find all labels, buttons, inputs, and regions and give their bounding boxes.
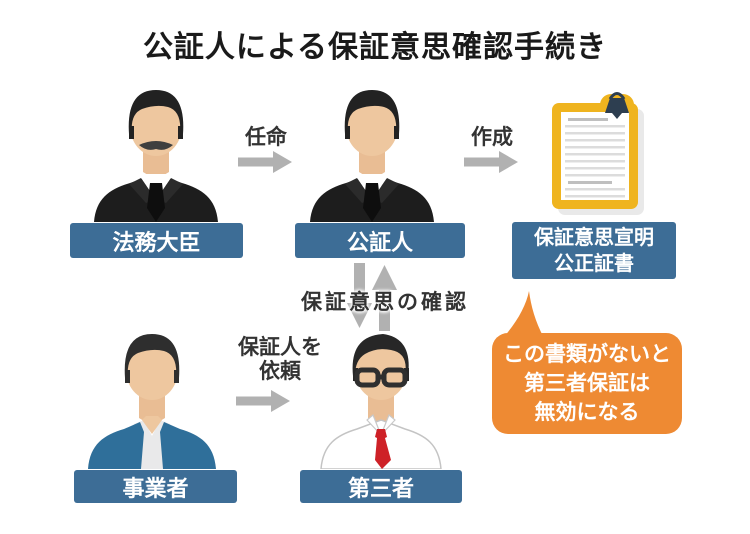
figure-business-operator xyxy=(82,332,222,474)
callout-line3: 無効になる xyxy=(534,401,640,424)
person-glasses-tie-icon xyxy=(320,334,442,470)
label-notary: 公証人 xyxy=(295,223,465,258)
label-certificate-line1: 保証意思宣明 xyxy=(534,226,654,249)
figure-third-party xyxy=(311,332,451,474)
appoint-arrow-label: 任命 xyxy=(245,126,287,149)
label-third-party: 第三者 xyxy=(300,470,462,503)
up-down-arrows-icon xyxy=(347,263,397,336)
right-arrow-icon xyxy=(236,390,290,417)
figure-justice-minister xyxy=(86,88,226,227)
request-arrow-label-line1: 保証人を xyxy=(238,336,322,359)
certificate-document-icon xyxy=(544,92,652,223)
figure-notary xyxy=(302,88,442,227)
create-arrow-label: 作成 xyxy=(471,126,513,149)
label-certificate: 保証意思宣明 公正証書 xyxy=(512,222,676,279)
label-business-operator: 事業者 xyxy=(74,470,237,503)
speech-bubble-tail xyxy=(498,289,548,344)
confirm-arrow-label: 保証意思の確認 xyxy=(301,291,469,314)
request-arrow-label: 保証人を 依頼 xyxy=(222,336,338,384)
person-suit-mustache-icon xyxy=(94,90,218,222)
right-arrow-icon xyxy=(238,151,292,178)
callout-line2: 第三者保証は xyxy=(524,372,650,395)
warning-speech-bubble: この書類がないと 第三者保証は 無効になる xyxy=(492,333,682,434)
person-suit-icon xyxy=(310,90,434,222)
page-title: 公証人による保証意思確認手続き xyxy=(142,31,608,64)
request-arrow-label-line2: 依頼 xyxy=(259,360,301,383)
person-jacket-icon xyxy=(88,334,216,469)
callout-line1: この書類がないと xyxy=(503,343,671,366)
label-justice-minister: 法務大臣 xyxy=(70,223,243,258)
right-arrow-icon xyxy=(464,151,518,178)
label-certificate-line2: 公正証書 xyxy=(554,252,634,275)
